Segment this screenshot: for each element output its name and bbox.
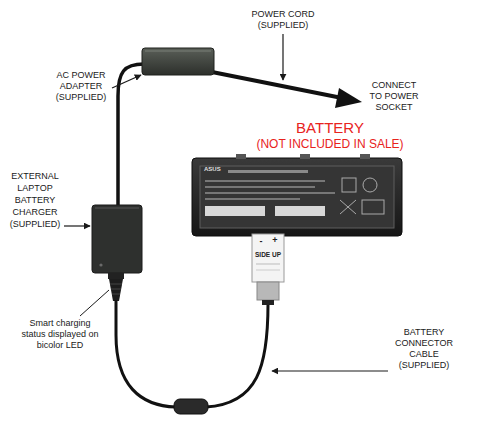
battery-charger: [92, 205, 142, 273]
charger-highlight: [95, 208, 139, 209]
cert-symbol: [342, 178, 356, 192]
part-label: AC POWER ADAPTER (SUPPLIED): [50, 70, 112, 103]
warning-label: (NOT INCLUDED IN SALE): [250, 137, 410, 151]
leader-arrow: [112, 75, 141, 88]
connector-body: [257, 282, 279, 300]
bin-symbol: [340, 200, 356, 214]
warning-label: BATTERY: [270, 119, 390, 136]
plug-collar: [108, 273, 124, 279]
barcode: [205, 206, 265, 216]
battery-sticker: [200, 166, 394, 228]
strain-relief: [109, 279, 123, 301]
note-label: Smart charging status displayed on bicol…: [20, 318, 100, 351]
leader-line: [80, 290, 109, 316]
part-label: BATTERY CONNECTOR CABLE (SUPPLIED): [390, 327, 458, 371]
battery-latch: [300, 154, 310, 159]
leader-arrow: [272, 370, 388, 371]
sticker-print: [205, 180, 325, 182]
adapter-highlight: [145, 51, 211, 52]
battery-latch: [360, 154, 370, 159]
power-cord: [212, 72, 342, 98]
connector-cable: [206, 304, 268, 407]
connector-marking: SIDE UP: [250, 251, 286, 259]
battery-latch: [236, 154, 246, 159]
sticker-print: [228, 170, 308, 173]
sticker-print: [205, 198, 300, 200]
cert-symbol: [363, 178, 377, 192]
plug-rib: [111, 289, 121, 290]
polarity-mark: +: [270, 235, 280, 245]
part-label: POWER CORD (SUPPLIED): [240, 9, 326, 31]
cord-arrowhead: [335, 88, 362, 108]
connector-cable: [116, 300, 176, 407]
note-label: CONNECT TO POWER SOCKET: [366, 80, 422, 113]
polarity-mark: -: [256, 236, 266, 246]
cert-symbol: [362, 200, 384, 214]
sticker-print: [205, 192, 335, 194]
ac-adapter: [142, 48, 214, 75]
leader-arrow: [64, 225, 90, 226]
bicolor-led: [99, 263, 102, 266]
leader-arrow: [282, 34, 283, 80]
brand-mark: ASUS: [204, 166, 234, 173]
barcode: [275, 206, 325, 216]
connector-print: [256, 264, 280, 265]
connector-neck: [262, 300, 274, 305]
part-label: EXTERNAL LAPTOP BATTERY CHARGER (SUPPLIE…: [4, 170, 66, 230]
dc-cable: [118, 64, 144, 207]
sticker-print: [205, 186, 315, 188]
ferrite-core: [174, 399, 208, 414]
laptop-battery: [192, 158, 402, 236]
plug-rib: [110, 284, 122, 285]
plug-rib: [112, 294, 120, 295]
connector-print: [256, 270, 280, 271]
